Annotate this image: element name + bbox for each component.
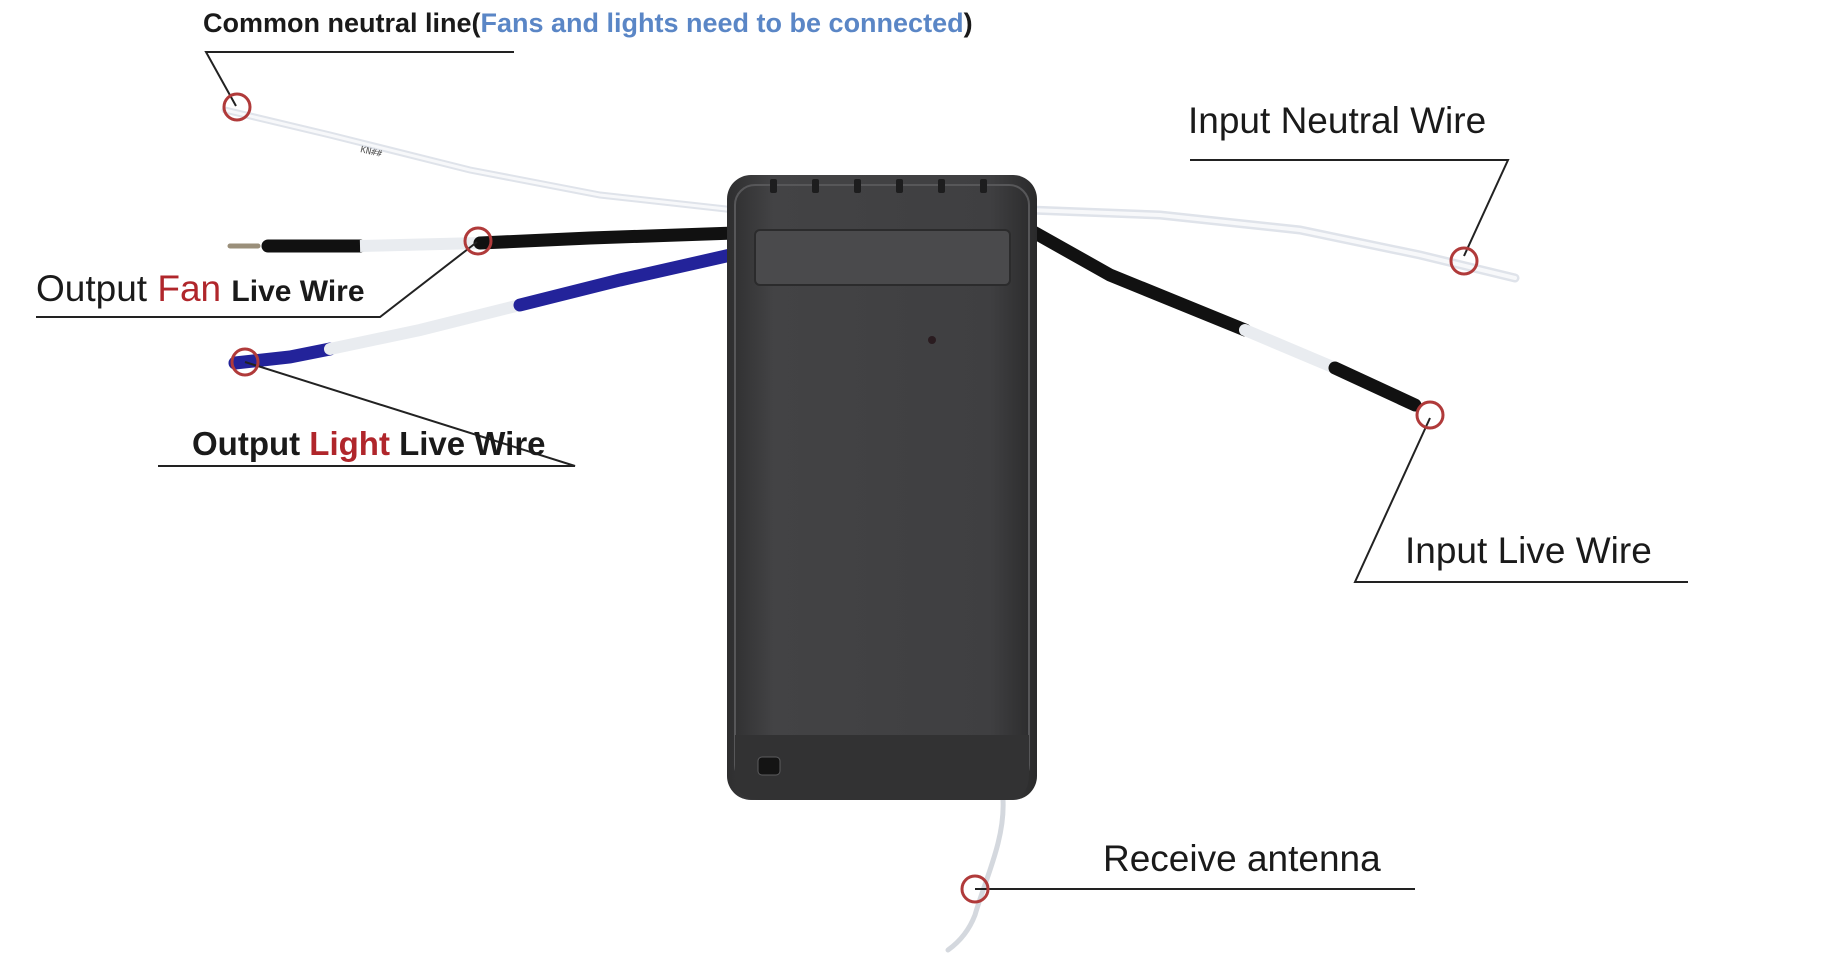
output-fan-live-wire [227,226,742,253]
label-output-fan-highlight: Fan [157,268,222,309]
label-common-neutral-note: Fans and lights need to be connected [480,8,964,38]
vent-slots [770,179,987,193]
input-live-wire [1023,223,1422,412]
leader-input-live [1353,417,1688,583]
marker-receive-antenna [960,874,990,904]
label-output-light-highlight: Light [309,425,390,462]
label-input-neutral: Input Neutral Wire [1188,100,1487,141]
label-output-fan-suffix: Live Wire [231,275,365,308]
label-receive-antenna: Receive antenna [1103,838,1381,879]
leader-lines [36,51,1688,890]
controller-device [727,175,1037,800]
common-neutral-wire: KN## [221,106,739,214]
label-common-neutral: Common neutral line(Fans and lights need… [203,8,973,39]
wire-print-text: KN## [359,145,383,160]
leader-input-neutral [1190,159,1510,257]
label-input-live: Input Live Wire [1405,530,1652,571]
receive-antenna-wire [945,797,1006,953]
device-bottom-cap [735,735,1029,800]
label-common-neutral-prefix: Common neutral line( [203,8,481,38]
indicator-led [928,336,936,344]
marker-output-light [230,347,260,377]
leader-output-light [158,361,576,467]
output-light-live-wire [228,247,742,370]
label-output-light-prefix: Output [192,425,301,462]
marker-input-neutral [1449,246,1479,276]
reset-button [757,756,781,776]
label-output-fan: Output Fan Live Wire [36,268,365,310]
label-output-fan-prefix: Output [36,268,148,309]
marker-common-neutral [222,92,252,122]
label-output-light: Output Light Live Wire [192,425,546,463]
device-label-plate [754,229,1011,286]
marker-output-fan [463,226,493,256]
marker-input-live [1415,400,1445,430]
leader-common-neutral [204,51,514,107]
label-common-neutral-suffix: ) [963,8,973,38]
connection-markers [222,92,1479,904]
label-output-light-suffix: Live Wire [399,425,546,462]
leader-output-fan [36,241,478,318]
